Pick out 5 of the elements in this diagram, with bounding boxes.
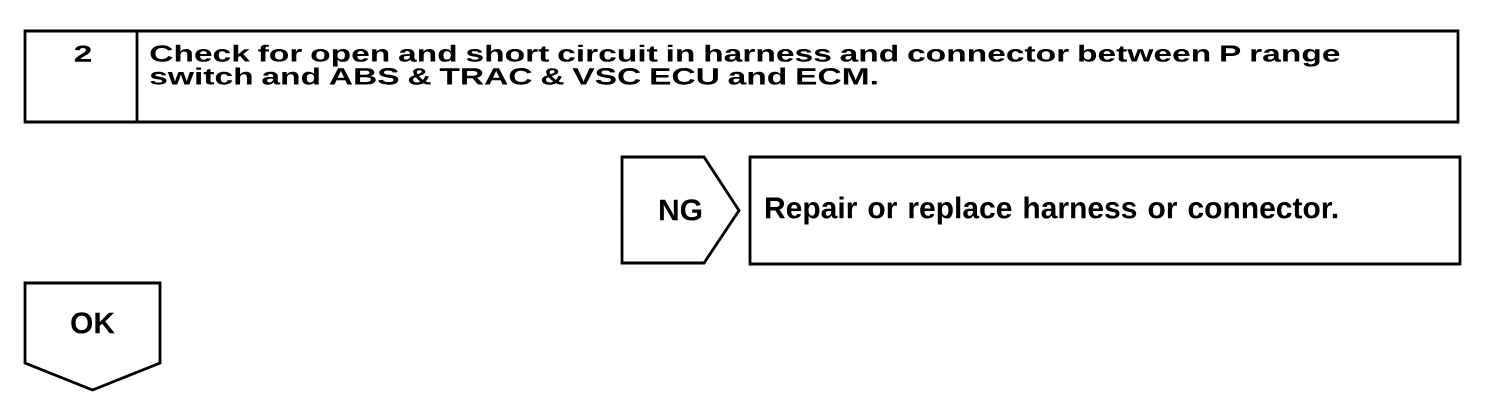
action-box: Repair or replace harness or connector. bbox=[748, 155, 1462, 266]
step-text: Check for open and short circuit in harness and connector between P range switch and ABS & TRAC & VSC ECU and ECM. bbox=[150, 44, 1340, 85]
step-number: 2 bbox=[74, 45, 91, 62]
edge-label: NG bbox=[657, 198, 704, 222]
branch-arrow bbox=[620, 155, 741, 265]
